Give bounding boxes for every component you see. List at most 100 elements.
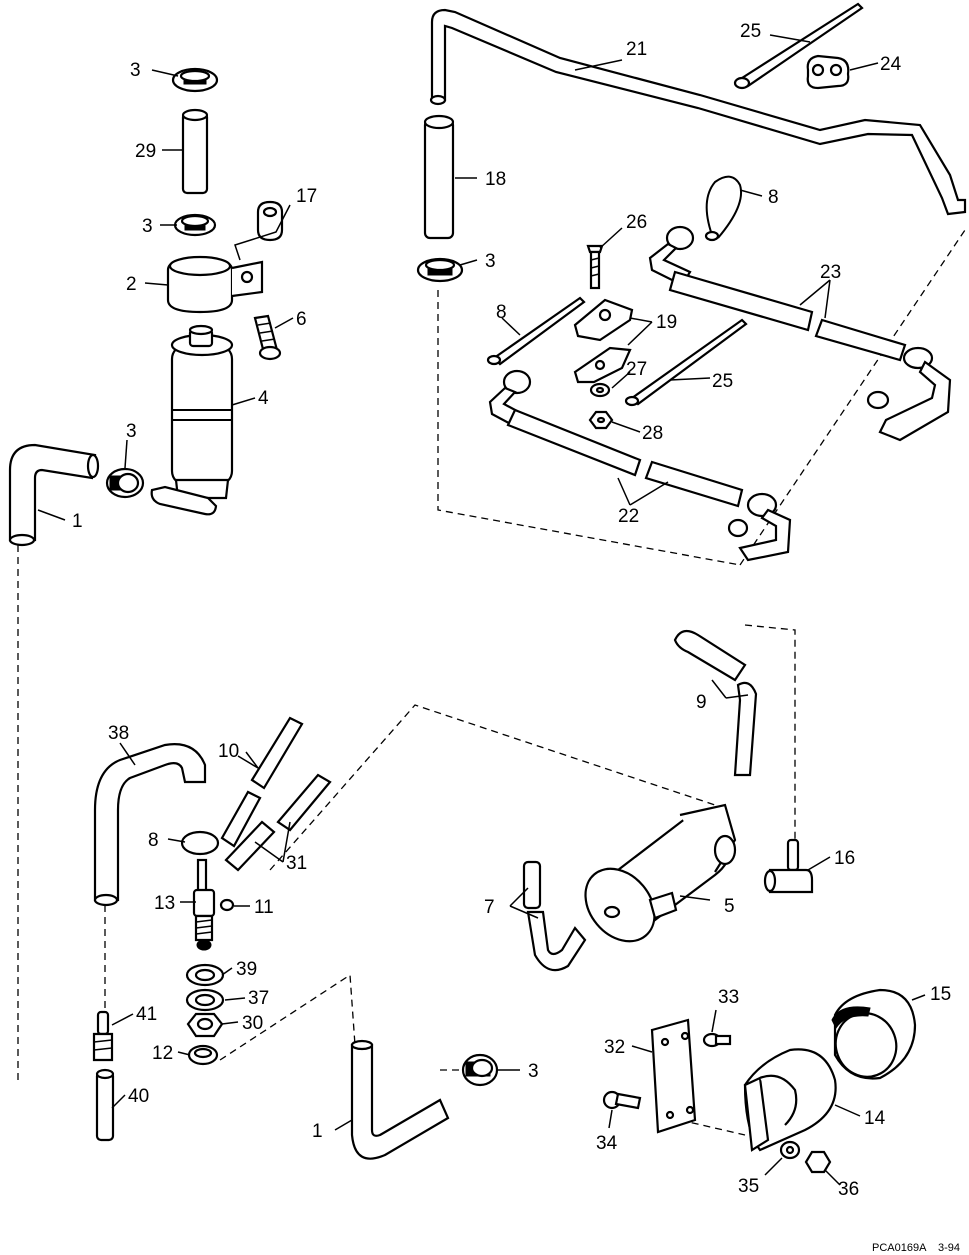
fitting-16 bbox=[763, 838, 814, 894]
callout-12: 12 bbox=[152, 1043, 173, 1064]
callout-8: 8 bbox=[768, 187, 779, 208]
callout-14: 14 bbox=[864, 1108, 886, 1129]
washer-35 bbox=[779, 1140, 801, 1160]
hose-31 bbox=[224, 773, 332, 872]
clamp-3-right bbox=[416, 257, 464, 283]
clamp-3-bottom bbox=[461, 1053, 499, 1087]
hose-1-bottom bbox=[350, 1039, 450, 1160]
figure-code-text: PCA0169A bbox=[872, 1242, 927, 1254]
callout-3: 3 bbox=[485, 251, 496, 272]
callout-29: 29 bbox=[135, 141, 156, 162]
fuel-filter-4 bbox=[150, 324, 234, 516]
clamp-3-middle bbox=[173, 213, 217, 237]
callout-31: 31 bbox=[286, 853, 307, 874]
assembly-dashed-lines bbox=[17, 229, 966, 1136]
hose-40 bbox=[95, 1068, 115, 1142]
hose-10 bbox=[220, 716, 304, 848]
callout-28: 28 bbox=[642, 423, 663, 444]
cable-tie-25-middle bbox=[624, 318, 748, 407]
callout-8: 8 bbox=[148, 830, 159, 851]
fuel-line-21 bbox=[429, 8, 967, 216]
hose-18 bbox=[423, 114, 455, 240]
callout-2: 2 bbox=[126, 274, 137, 295]
callout-23: 23 bbox=[820, 262, 841, 283]
callout-3: 3 bbox=[142, 216, 153, 237]
hose-7 bbox=[522, 860, 587, 972]
nut-28 bbox=[588, 410, 614, 430]
leader-lines bbox=[37, 34, 926, 1186]
clamp-3-top bbox=[171, 67, 219, 93]
callout-15: 15 bbox=[930, 984, 951, 1005]
clamp-3-left bbox=[105, 467, 145, 499]
figure-code: PCA0169A 3-94 bbox=[872, 1242, 960, 1254]
hose-1-top bbox=[8, 443, 100, 547]
bolt-6 bbox=[253, 314, 282, 361]
fuel-line-22 bbox=[488, 369, 792, 562]
callout-27: 27 bbox=[626, 359, 647, 380]
callout-21: 21 bbox=[626, 39, 647, 60]
grommet-24 bbox=[806, 54, 850, 90]
clip-19 bbox=[573, 298, 634, 384]
callout-38: 38 bbox=[108, 723, 129, 744]
callout-24: 24 bbox=[880, 54, 902, 75]
fitting-41 bbox=[92, 1010, 114, 1062]
callout-3: 3 bbox=[130, 60, 141, 81]
callout-30: 30 bbox=[242, 1013, 263, 1034]
callout-1: 1 bbox=[72, 511, 83, 532]
hose-29 bbox=[181, 108, 209, 195]
figure-date-text: 3-94 bbox=[938, 1242, 960, 1254]
callout-5: 5 bbox=[724, 896, 735, 917]
callout-3: 3 bbox=[528, 1061, 539, 1082]
callout-26: 26 bbox=[626, 212, 647, 233]
bracket-2 bbox=[166, 255, 264, 314]
washer-27 bbox=[589, 382, 611, 398]
callout-34: 34 bbox=[596, 1133, 618, 1154]
callout-7: 7 bbox=[484, 897, 495, 918]
cover-15 bbox=[831, 988, 917, 1080]
callout-39: 39 bbox=[236, 959, 257, 980]
callout-19: 19 bbox=[656, 312, 677, 333]
callout-22: 22 bbox=[618, 506, 639, 527]
callout-33: 33 bbox=[718, 987, 739, 1008]
callout-4: 4 bbox=[258, 388, 269, 409]
callout-11: 11 bbox=[254, 897, 274, 918]
callout-10: 10 bbox=[218, 741, 239, 762]
cover-14 bbox=[743, 1048, 837, 1152]
callout-18: 18 bbox=[485, 169, 506, 190]
callout-9: 9 bbox=[696, 692, 707, 713]
cable-tie-25-top bbox=[733, 2, 864, 90]
nut-30 bbox=[186, 1012, 224, 1038]
callout-16: 16 bbox=[834, 848, 855, 869]
fitting-13 bbox=[192, 858, 216, 951]
screw-33 bbox=[702, 1032, 732, 1048]
callout-8: 8 bbox=[496, 302, 507, 323]
fuel-line-23 bbox=[648, 225, 952, 442]
callout-17: 17 bbox=[296, 186, 317, 207]
screw-34 bbox=[602, 1090, 642, 1110]
clamp-12 bbox=[187, 1044, 219, 1066]
callout-13: 13 bbox=[154, 893, 175, 914]
cable-tie-8-middle bbox=[486, 296, 586, 366]
nut-36 bbox=[804, 1150, 832, 1174]
callout-37: 37 bbox=[248, 988, 269, 1009]
fuel-pump-5 bbox=[584, 803, 737, 943]
callout-25: 25 bbox=[712, 371, 733, 392]
callout-36: 36 bbox=[838, 1179, 859, 1200]
strap-8-top bbox=[704, 175, 742, 242]
plate-32 bbox=[650, 1018, 697, 1134]
callout-1: 1 bbox=[312, 1121, 323, 1142]
callout-40: 40 bbox=[128, 1086, 149, 1107]
callout-35: 35 bbox=[738, 1176, 759, 1197]
callout-labels: 3 29 3 17 2 6 4 3 1 18 3 21 25 24 8 26 2… bbox=[72, 21, 951, 1200]
callout-3: 3 bbox=[126, 421, 137, 442]
callout-41: 41 bbox=[136, 1004, 157, 1025]
hose-9 bbox=[673, 629, 758, 777]
washer-37 bbox=[185, 988, 225, 1012]
strap-8-bottom bbox=[180, 830, 220, 856]
plug-11 bbox=[219, 898, 235, 912]
washer-39 bbox=[185, 963, 225, 987]
hose-38 bbox=[93, 743, 207, 907]
callout-25: 25 bbox=[740, 21, 761, 42]
screw-26 bbox=[586, 244, 604, 290]
